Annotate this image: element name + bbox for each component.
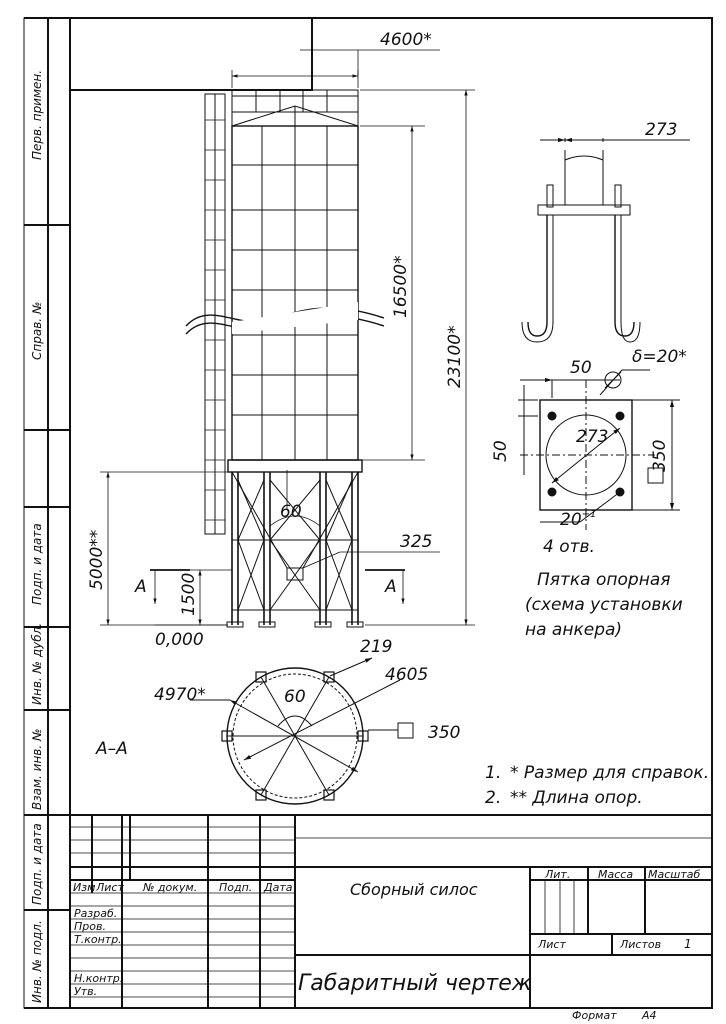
side-label-perv: Перв. примен.	[30, 70, 44, 160]
format-label: Формат	[572, 1009, 617, 1022]
sheet-frame	[23, 17, 713, 1009]
dim-section-angle: 60	[284, 687, 306, 707]
heel-caption-line3: на анкера)	[525, 620, 622, 640]
dim-heel-thickness: δ=20*	[632, 347, 687, 367]
section-marker-left: А	[134, 577, 147, 597]
dim-upper-height: 16500*	[391, 255, 411, 318]
dim-zero-level: 0,000	[155, 630, 204, 650]
tb-header-podp: Подп.	[219, 881, 252, 894]
tb-scale: Масштаб	[648, 868, 700, 881]
dim-section-diameter: 4970*	[154, 685, 206, 705]
tb-header-list: Лист	[95, 881, 124, 894]
dim-support-height: 5000**	[87, 530, 107, 590]
heel-caption-line2: (схема установки	[525, 595, 683, 615]
note-1-number: 1.	[485, 763, 501, 783]
dim-plate-offset: 219	[360, 637, 392, 657]
tb-role-nkontr: Н.контр.	[74, 972, 123, 985]
dim-heel-bolt-offset: 50	[570, 358, 592, 378]
tb-role-utv: Утв.	[74, 985, 97, 998]
tb-sheets-count: 1	[684, 937, 692, 951]
side-label-vzam: Взам. инв. №	[30, 729, 44, 810]
tb-drawing-name: Габаритный чертеж	[298, 971, 532, 996]
tb-lit: Лит.	[544, 868, 570, 881]
tb-sheet: Лист	[537, 938, 566, 951]
dim-heel-plate-width: 350	[650, 440, 670, 472]
side-label-sprav: Справ. №	[30, 302, 44, 360]
dim-top-width: 4600*	[380, 30, 432, 50]
side-label-podp1: Подп. и дата	[30, 523, 44, 605]
dimension-lines	[100, 49, 475, 626]
title-block-grid	[70, 814, 712, 1008]
break-line	[185, 302, 385, 335]
heel-caption-line1: Пятка опорная	[537, 570, 670, 590]
note-2-number: 2.	[485, 788, 501, 808]
dim-hatch-width: 325	[400, 532, 432, 552]
side-label-inv-podl: Инв. № подл.	[30, 920, 44, 1003]
tb-mass: Масса	[598, 868, 633, 881]
note-2-text: ** Длина опор.	[510, 788, 643, 808]
dim-heel-pipe: 273	[645, 120, 677, 140]
section-a-a-label: А–А	[95, 739, 128, 759]
tb-role-razrab: Разраб.	[74, 907, 117, 920]
heel-plan-view	[518, 369, 680, 530]
side-label-inv-dubl: Инв. № дубл.	[30, 623, 44, 705]
dim-bolt-circle: 4605	[385, 665, 428, 685]
format-value: А4	[641, 1009, 657, 1022]
dim-heel-side-offset: 50	[491, 440, 511, 462]
dim-heel-hole: 20+1	[560, 509, 596, 530]
dim-heel-hole-count: 4 отв.	[543, 537, 595, 557]
tb-sheets: Листов	[619, 938, 661, 951]
tb-header-date: Дата	[263, 881, 293, 894]
dim-brace-height: 1500	[179, 573, 199, 616]
silo-elevation	[204, 89, 364, 628]
dim-total-height: 23100*	[445, 325, 465, 388]
dim-brace-angle: 60	[280, 502, 302, 522]
dim-section-plate: 350	[428, 723, 460, 743]
tb-role-tkontr: Т.контр.	[74, 933, 122, 946]
tb-header-izm: Изм	[73, 881, 95, 894]
section-marker-right: А	[384, 577, 397, 597]
section-a-a	[190, 657, 414, 805]
dim-heel-inner-circle: 273	[576, 427, 608, 447]
note-1-text: * Размер для справок.	[510, 763, 709, 783]
side-label-podp2: Подп. и дата	[30, 823, 44, 905]
tb-header-doc: № докум.	[142, 881, 197, 894]
tb-role-prov: Пров.	[74, 920, 106, 933]
heel-side-view	[521, 137, 690, 343]
tb-product-name: Сборный силос	[350, 880, 478, 899]
